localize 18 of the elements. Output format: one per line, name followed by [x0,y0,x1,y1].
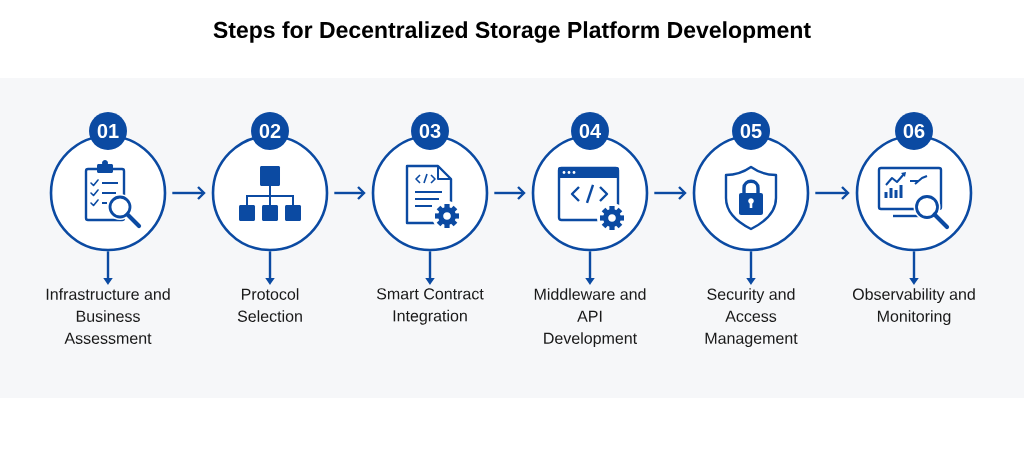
number-badge: 04 [571,112,609,150]
step-label: Middleware and API Development [534,288,646,348]
number-badge: 05 [732,112,770,150]
arrow [654,186,687,200]
step-label: Observability and Monitoring [852,288,975,326]
arrow [172,186,206,200]
step-label: Smart Contract Integration [376,288,484,325]
number-badge: 02 [251,112,289,150]
arrow [815,186,850,200]
number-badge: 06 [895,112,933,150]
title: Steps for Decentralized Storage Platform Development [213,21,811,43]
step-label: Protocol Selection [237,288,302,322]
number-badge: 03 [411,112,449,150]
arrow [494,186,526,200]
step-label: Infrastructure and Business Assessment [46,288,170,344]
arrow [334,186,366,200]
step-label: Security and Access Management [705,288,798,348]
number-badge: 01 [89,112,127,150]
